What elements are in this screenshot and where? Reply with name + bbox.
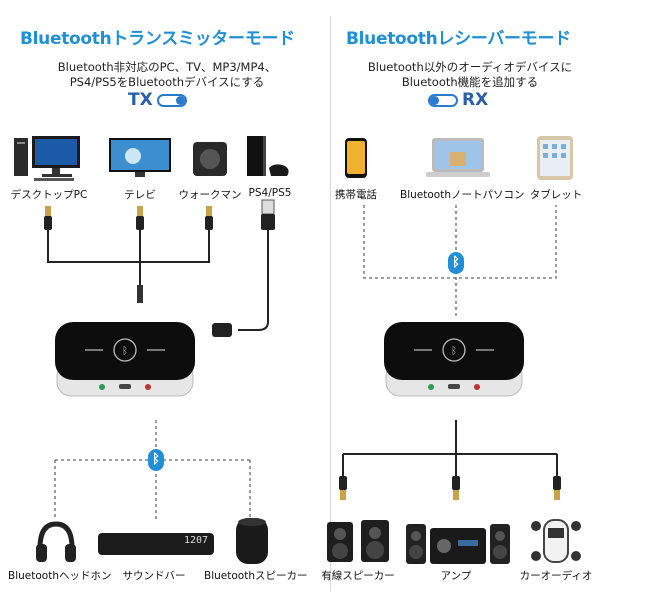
transmitter-device: ᛒ <box>55 322 195 402</box>
output-label-headphones: Bluetoothヘッドホン <box>8 570 112 582</box>
source-label-ps: PS4/PS5 <box>248 187 292 199</box>
tablet-icon <box>537 136 573 184</box>
source-label-desktop: デスクトップPC <box>10 189 88 201</box>
source-label-tv: テレビ <box>124 189 156 201</box>
walkman-icon <box>193 142 227 180</box>
wired-speakers-icon <box>325 518 391 568</box>
usb-c-plug <box>212 323 232 337</box>
right-desc-line2: Bluetooth機能を追加する <box>401 75 539 89</box>
amplifier-icon <box>406 518 510 570</box>
left-desc-line1: Bluetooth非対応のPC、TV、MP3/MP4、 <box>57 60 277 74</box>
mobile-phone-icon <box>345 138 367 182</box>
tx-toggle-icon <box>156 93 187 107</box>
bluetooth-icon-right: ᛒ <box>448 252 464 274</box>
output-label-car-audio: カーオーディオ <box>519 570 593 582</box>
svg-text:ᛒ: ᛒ <box>451 346 457 357</box>
car-audio-icon <box>530 516 582 570</box>
rx-mode-indicator: RX <box>428 90 488 110</box>
output-label-speaker: Bluetoothスピーカー <box>204 570 308 582</box>
left-title: Bluetoothトランスミッターモード <box>20 29 295 49</box>
tx-mode-indicator: TX <box>128 90 187 110</box>
source-label-phone: 携帯電話 <box>335 189 377 201</box>
center-divider <box>330 16 331 591</box>
left-desc-line2: PS4/PS5をBluetoothデバイスにする <box>69 75 265 89</box>
ps4-ps5-icon <box>245 136 291 186</box>
output-label-wired-speaker: 有線スピーカー <box>321 570 395 582</box>
source-label-tablet: タブレット <box>529 189 583 201</box>
source-label-walkman: ウォークマン <box>178 189 242 201</box>
svg-text:ᛒ: ᛒ <box>122 346 128 357</box>
right-title: Bluetoothレシーバーモード <box>346 29 571 49</box>
output-label-soundbar: サウンドバー <box>122 570 186 582</box>
output-label-amp: アンプ <box>440 570 472 582</box>
tx-mode-label: TX <box>128 90 153 110</box>
source-label-laptop: Bluetoothノートパソコン <box>400 189 525 201</box>
left-description: Bluetooth非対応のPC、TV、MP3/MP4、 PS4/PS5をBlue… <box>32 60 302 90</box>
headphones-icon <box>34 520 78 568</box>
audio-jack <box>137 285 143 303</box>
desktop-pc-icon <box>14 136 82 186</box>
tv-icon <box>109 138 171 182</box>
soundbar-icon <box>98 533 214 559</box>
laptop-icon <box>426 138 490 184</box>
receiver-device: ᛒ <box>384 322 524 402</box>
bluetooth-icon-left: ᛒ <box>148 449 164 471</box>
bluetooth-speaker-icon <box>232 518 272 570</box>
rx-toggle-icon <box>428 93 458 107</box>
rx-mode-label: RX <box>462 90 489 110</box>
right-description: Bluetooth以外のオーディオデバイスに Bluetooth機能を追加する <box>340 60 600 90</box>
soundbar-display: 1207 <box>184 535 209 546</box>
right-desc-line1: Bluetooth以外のオーディオデバイスに <box>367 60 573 74</box>
